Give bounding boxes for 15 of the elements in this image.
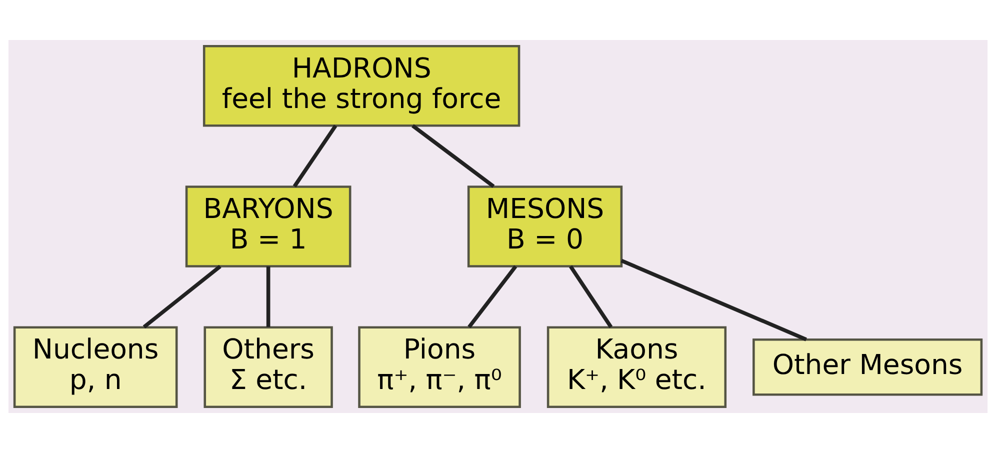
node-box: Others Σ etc. — [204, 326, 333, 408]
connector — [412, 124, 495, 188]
connector — [620, 258, 807, 341]
node-box: Other Mesons — [752, 338, 983, 396]
connector — [292, 124, 338, 187]
connector — [468, 264, 518, 328]
node-box: Pions π⁺, π⁻, π⁰ — [358, 326, 521, 408]
node-box: BARYONS B = 1 — [185, 185, 352, 267]
node-box: Kaons K⁺, K⁰ etc. — [546, 326, 727, 408]
connector — [142, 264, 222, 328]
node-box: MESONS B = 0 — [467, 185, 623, 267]
connector — [568, 264, 613, 328]
node-box: HADRONS feel the strong force — [202, 44, 520, 126]
node-box: Nucleons p, n — [13, 326, 178, 408]
connector — [266, 266, 270, 326]
